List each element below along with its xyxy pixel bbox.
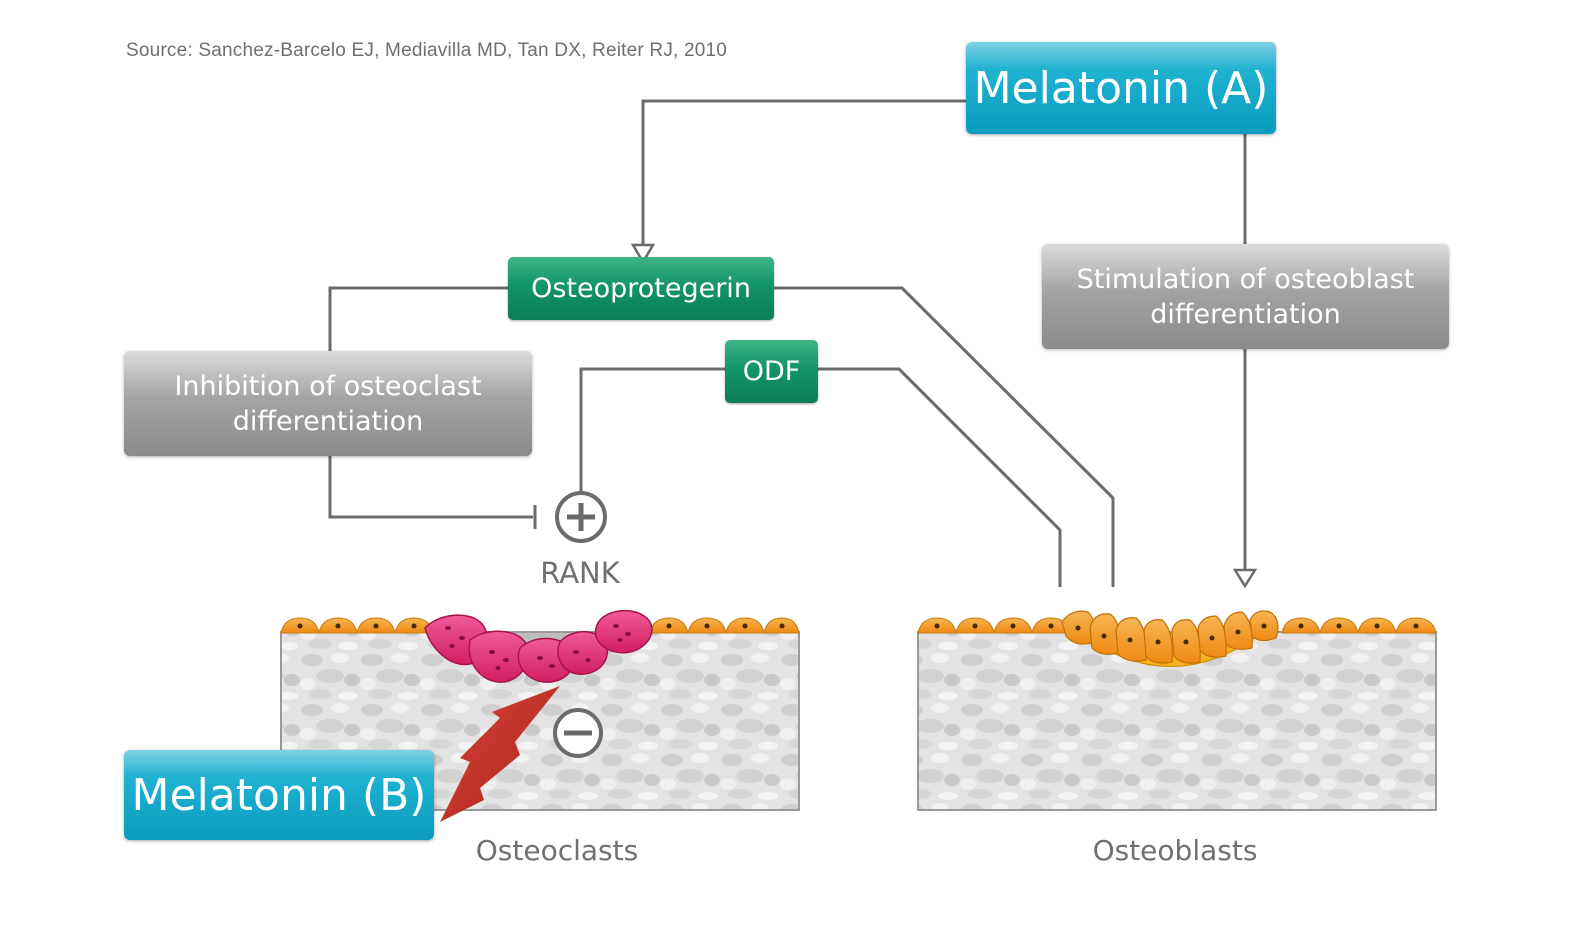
- arrowhead-osteoblasts: [1232, 568, 1258, 589]
- odf-label: ODF: [742, 356, 801, 387]
- osteoclasts-label: Osteoclasts: [475, 834, 639, 867]
- stimulation-line-2: differentiation: [1150, 298, 1341, 330]
- melatonin-a-box: Melatonin (A): [966, 42, 1276, 134]
- stimulation-line-1: Stimulation of osteoblast: [1076, 263, 1415, 295]
- plus-circle-icon: [555, 491, 607, 543]
- melatonin-a-label: Melatonin (A): [973, 62, 1269, 114]
- odf-box: ODF: [725, 340, 818, 403]
- inhibition-box: Inhibition of osteoclast differentiation: [124, 351, 532, 456]
- stimulation-box: Stimulation of osteoblast differentiatio…: [1042, 244, 1449, 349]
- melatonin-b-box: Melatonin (B): [124, 750, 434, 840]
- connector-odf-to-osteoblasts: [818, 367, 1062, 587]
- connector-melatonin-a-to-osteoprotegerin: [641, 99, 966, 248]
- inhibition-line-2: differentiation: [232, 405, 424, 437]
- connector-osteoprotegerin-to-osteoblasts: [773, 286, 1115, 587]
- rank-label: RANK: [540, 556, 620, 590]
- lining-cells-left: [280, 617, 800, 634]
- osteoblast-bone-tissue: [917, 610, 1437, 811]
- osteoblasts-label: Osteoblasts: [1092, 834, 1258, 867]
- osteoclast-cells: [424, 609, 653, 683]
- connector-inhibition-to-rank: [328, 456, 533, 519]
- arrowhead-osteoprotegerin: [630, 243, 656, 265]
- inhibition-line-1: Inhibition of osteoclast: [174, 370, 482, 402]
- melatonin-b-label: Melatonin (B): [131, 769, 427, 821]
- minus-circle-icon: [553, 708, 603, 758]
- osteoprotegerin-label: Osteoprotegerin: [531, 273, 751, 304]
- source-citation: Source: Sanchez-Barcelo EJ, Mediavilla M…: [126, 40, 728, 61]
- connector-osteoprotegerin-to-inhibition: [328, 286, 508, 351]
- lightning-bolt-icon: [440, 686, 560, 822]
- lining-cells-right: [917, 617, 1437, 634]
- connector-odf-to-rank: [579, 367, 725, 492]
- connectors: [328, 99, 1258, 589]
- osteoblast-cells: [1061, 610, 1279, 664]
- osteoprotegerin-box: Osteoprotegerin: [508, 257, 774, 320]
